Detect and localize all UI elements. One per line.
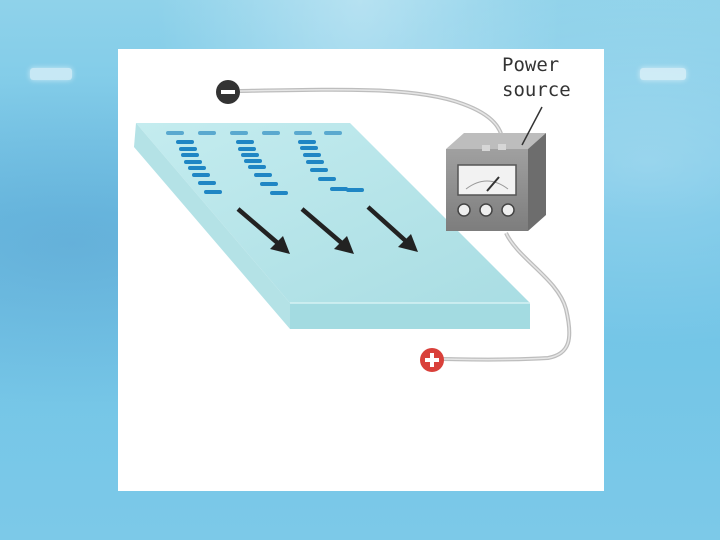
power-source-label: Power source	[502, 54, 571, 101]
diagram-panel: Power source	[118, 49, 604, 491]
background-dash	[30, 68, 72, 80]
power-terminal	[482, 145, 490, 151]
power-source	[446, 133, 546, 231]
power-box-side	[528, 133, 546, 231]
lane-3-bands	[298, 140, 364, 192]
arrow-lane-3	[366, 205, 410, 245]
meter-needle	[486, 176, 500, 192]
label-leader-line	[521, 106, 543, 146]
gel-top	[136, 123, 530, 303]
power-terminal	[498, 144, 506, 150]
background-dash	[640, 68, 686, 80]
arrow-lane-1-head	[270, 236, 290, 254]
lane-2-bands	[236, 140, 288, 195]
power-box-top	[446, 133, 546, 149]
negative-terminal-icon	[216, 80, 240, 104]
knob-icon	[457, 203, 471, 217]
arrow-lane-2	[300, 207, 346, 247]
meter-scale	[465, 180, 509, 190]
electrophoresis-diagram	[134, 80, 572, 372]
migration-arrows	[236, 205, 418, 254]
gel-left-side	[134, 123, 290, 329]
knob-icon	[479, 203, 493, 217]
arrow-lane-3-head	[398, 234, 418, 252]
negative-wire-highlight	[239, 88, 504, 146]
knob-icon	[501, 203, 515, 217]
lane-1-bands	[176, 140, 222, 194]
positive-terminal-icon	[420, 348, 444, 372]
gel-wells	[166, 131, 342, 135]
arrow-lane-1	[236, 207, 282, 247]
positive-wire-highlight	[439, 232, 571, 361]
gel-front	[290, 303, 530, 329]
arrow-lane-2-head	[334, 236, 354, 254]
